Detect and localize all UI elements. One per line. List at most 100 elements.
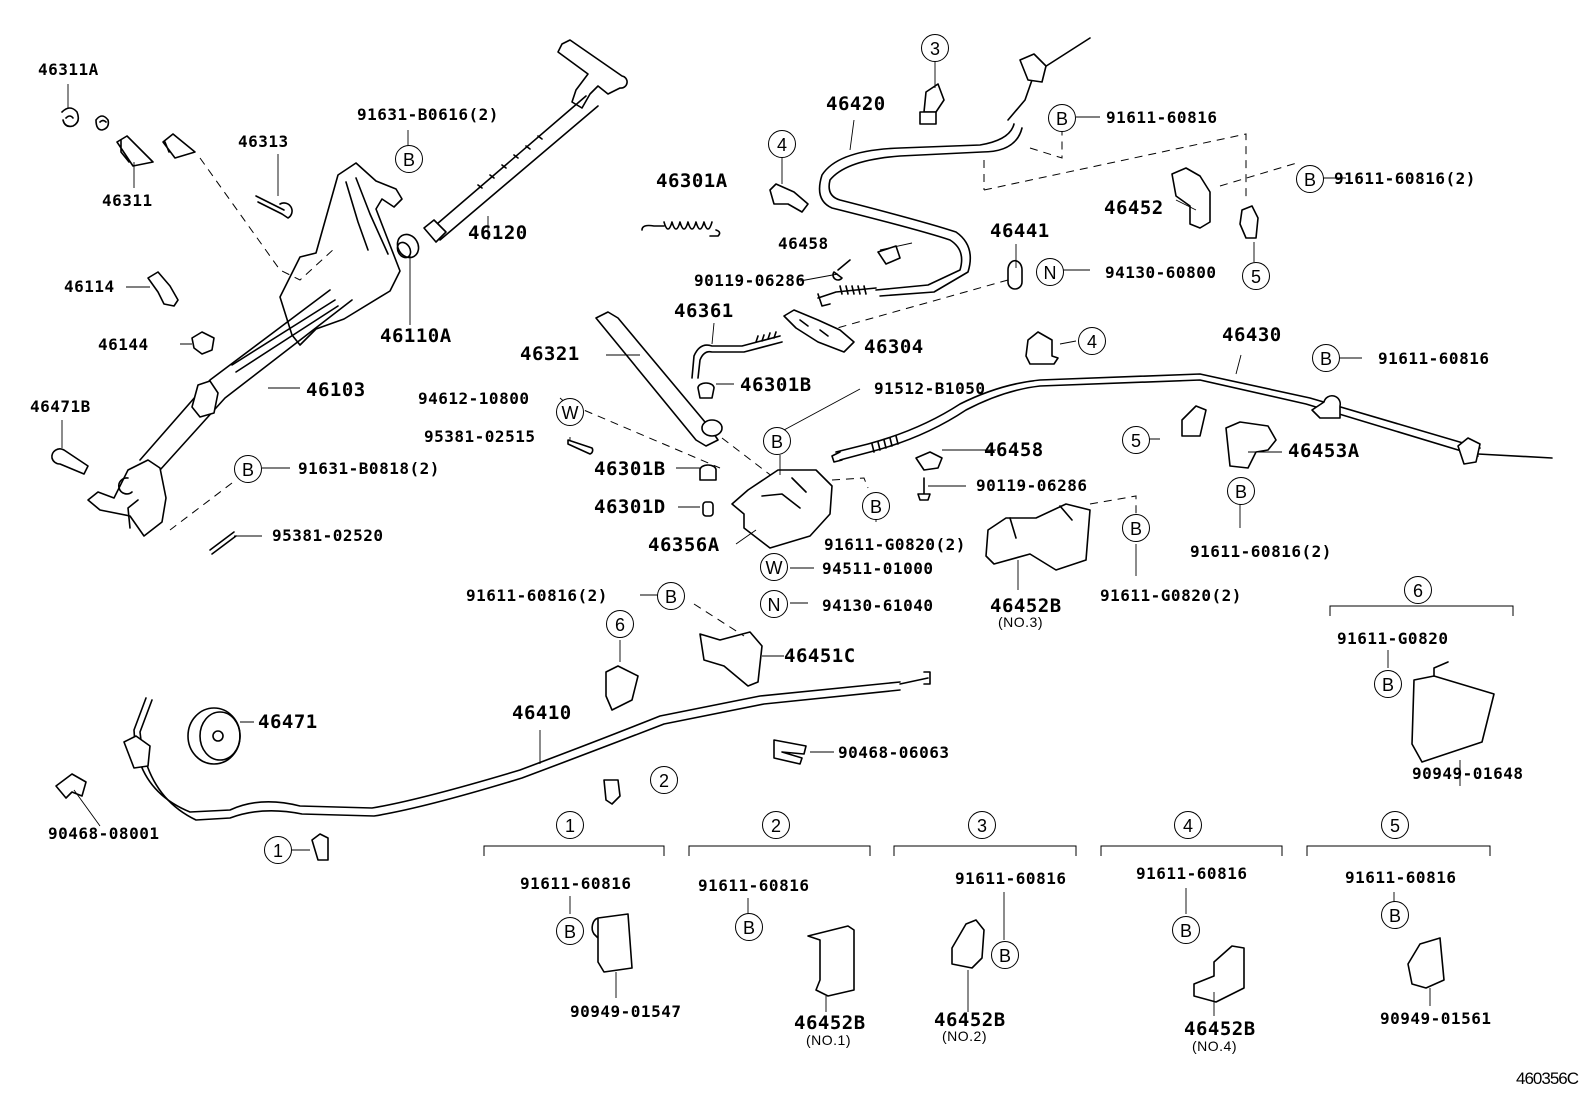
- label-90468-06063[interactable]: 90468-06063: [838, 743, 950, 762]
- label-46313[interactable]: 46313: [238, 132, 289, 151]
- detail-group-4-sub: (NO.4): [1192, 1038, 1237, 1054]
- part-46410-cable: [123, 671, 931, 821]
- label-46120[interactable]: 46120: [468, 222, 528, 244]
- label-95381-02520[interactable]: 95381-02520: [272, 526, 384, 545]
- label-46301A[interactable]: 46301A: [656, 170, 728, 192]
- label-91611-G0820-mid[interactable]: 91611-G0820(2): [824, 535, 966, 554]
- detail-group-5-bolt[interactable]: 91611-60816: [1345, 868, 1457, 887]
- part-46321-lever: [595, 311, 723, 447]
- detail-group-1-index: 1: [556, 811, 584, 839]
- label-46471[interactable]: 46471: [258, 711, 318, 733]
- part-clamp-callout-3: [919, 83, 945, 125]
- part-46301D-collar: [702, 501, 714, 517]
- label-91611-60816-2-46453A[interactable]: 91611-60816(2): [1190, 542, 1332, 561]
- bolt-symbol: B: [1381, 901, 1409, 929]
- label-46458-mid[interactable]: 46458: [984, 439, 1044, 461]
- detail-group-5-part[interactable]: 90949-01561: [1380, 1009, 1492, 1028]
- label-46144[interactable]: 46144: [98, 335, 149, 354]
- label-46430[interactable]: 46430: [1222, 324, 1282, 346]
- part-46304-equalizer: [783, 309, 855, 353]
- detail-group-6-bolt[interactable]: 91611-G0820: [1337, 629, 1449, 648]
- label-46452B-no3[interactable]: 46452B: [990, 595, 1062, 617]
- label-46453A[interactable]: 46453A: [1288, 440, 1360, 462]
- detail-group-3-bolt[interactable]: 91611-60816: [955, 869, 1067, 888]
- bolt-symbol: B: [1227, 477, 1255, 505]
- label-91611-G0820-right[interactable]: 91611-G0820(2): [1100, 586, 1242, 605]
- label-90119-06286[interactable]: 90119-06286: [694, 271, 806, 290]
- label-91512-B1050[interactable]: 91512-B1050: [874, 379, 986, 398]
- label-46471B[interactable]: 46471B: [30, 397, 91, 416]
- detail-group-4-index: 4: [1174, 811, 1202, 839]
- label-94511-01000[interactable]: 94511-01000: [822, 559, 934, 578]
- detail-group-2-sub: (NO.1): [806, 1032, 851, 1048]
- label-91611-60816-2-right[interactable]: 91611-60816(2): [1334, 169, 1476, 188]
- part-46453A-bracket: [1225, 421, 1277, 469]
- detail-part-46452B-no4: [1193, 945, 1245, 1003]
- part-46103-lever-bracket: [87, 162, 403, 537]
- part-46452-bracket: [1171, 167, 1211, 229]
- part-clamp-callout-4-mid: [1025, 331, 1059, 365]
- label-46301D[interactable]: 46301D: [594, 496, 666, 518]
- detail-group-4-bolt[interactable]: 91611-60816: [1136, 864, 1248, 883]
- label-94130-60800[interactable]: 94130-60800: [1105, 263, 1217, 282]
- label-46103[interactable]: 46103: [306, 379, 366, 401]
- detail-group-3-index: 3: [968, 811, 996, 839]
- label-46301B-upper[interactable]: 46301B: [740, 374, 812, 396]
- label-46114[interactable]: 46114: [64, 277, 115, 296]
- label-46441[interactable]: 46441: [990, 220, 1050, 242]
- part-46441-grommet: [1007, 259, 1023, 290]
- bolt-symbol: B: [1312, 344, 1340, 372]
- label-91611-60816-top[interactable]: 91611-60816: [1106, 108, 1218, 127]
- callout-4: 4: [1078, 327, 1106, 355]
- label-46304[interactable]: 46304: [864, 336, 924, 358]
- part-clamp-46453A-rhs: [1311, 394, 1342, 419]
- label-46311[interactable]: 46311: [102, 191, 153, 210]
- detail-group-1-part[interactable]: 90949-01547: [570, 1002, 682, 1021]
- part-90468-06063-clip: [773, 739, 807, 765]
- detail-group-3-part[interactable]: 46452B: [934, 1009, 1006, 1031]
- label-46356A[interactable]: 46356A: [648, 534, 720, 556]
- detail-part-90949-01547: [591, 913, 633, 973]
- label-91631-B0616[interactable]: 91631-B0616(2): [357, 105, 499, 124]
- label-90119-06286-mid[interactable]: 90119-06286: [976, 476, 1088, 495]
- bolt-symbol: B: [1296, 165, 1324, 193]
- bolt-symbol: B: [862, 492, 890, 520]
- label-46321[interactable]: 46321: [520, 343, 580, 365]
- part-95381-02520-pin: [209, 531, 237, 555]
- label-46361[interactable]: 46361: [674, 300, 734, 322]
- bolt-symbol: B: [991, 941, 1019, 969]
- part-90119-06286-bolt-top: [832, 259, 851, 281]
- detail-group-2-bolt[interactable]: 91611-60816: [698, 876, 810, 895]
- label-94130-61040[interactable]: 94130-61040: [822, 596, 934, 615]
- detail-group-6-part[interactable]: 90949-01648: [1412, 764, 1524, 783]
- part-46356A-cover: [731, 469, 833, 549]
- label-46110A[interactable]: 46110A: [380, 325, 452, 347]
- label-46458[interactable]: 46458: [778, 234, 829, 253]
- detail-group-4-part[interactable]: 46452B: [1184, 1018, 1256, 1040]
- bolt-symbol: B: [395, 145, 423, 173]
- label-91631-B0818[interactable]: 91631-B0818(2): [298, 459, 440, 478]
- label-94612-10800[interactable]: 94612-10800: [418, 389, 530, 408]
- part-clamp-callout-6-mid: [605, 665, 639, 711]
- label-46451C[interactable]: 46451C: [784, 645, 856, 667]
- part-46301B-bushing-upper: [697, 382, 715, 399]
- label-46311A[interactable]: 46311A: [38, 60, 99, 79]
- label-46420[interactable]: 46420: [826, 93, 886, 115]
- detail-group-5-index: 5: [1381, 811, 1409, 839]
- part-46471-grommet: [187, 707, 241, 765]
- detail-group-6-index: 6: [1404, 576, 1432, 604]
- label-46301B-lower[interactable]: 46301B: [594, 458, 666, 480]
- bolt-symbol: B: [657, 582, 685, 610]
- label-90468-08001[interactable]: 90468-08001: [48, 824, 160, 843]
- bolt-symbol: B: [1122, 514, 1150, 542]
- detail-group-2-part[interactable]: 46452B: [794, 1012, 866, 1034]
- label-91611-60816-2-left[interactable]: 91611-60816(2): [466, 586, 608, 605]
- detail-group-1-bolt[interactable]: 91611-60816: [520, 874, 632, 893]
- callout-4: 4: [768, 130, 796, 158]
- label-46452[interactable]: 46452: [1104, 197, 1164, 219]
- label-46410[interactable]: 46410: [512, 702, 572, 724]
- label-91611-60816-right[interactable]: 91611-60816: [1378, 349, 1490, 368]
- bracket-group-3: [893, 845, 1077, 856]
- bolt-symbol: B: [556, 917, 584, 945]
- label-95381-02515[interactable]: 95381-02515: [424, 427, 536, 446]
